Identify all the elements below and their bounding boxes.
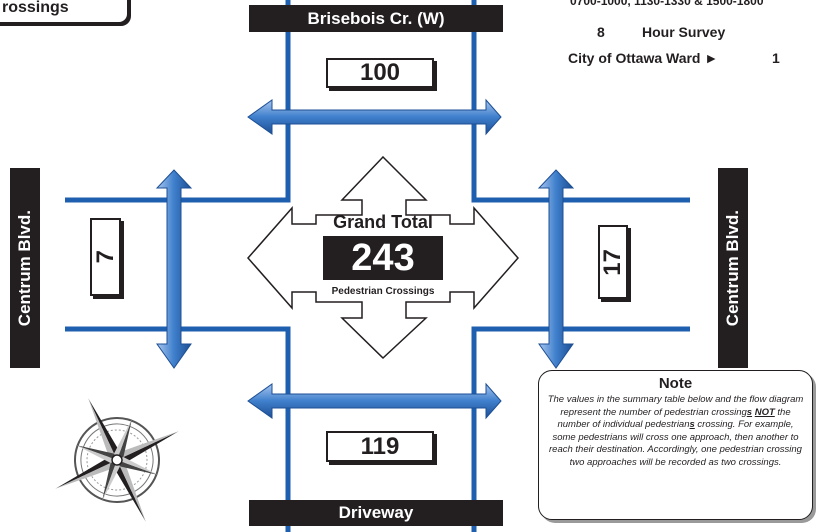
note-title: Note — [658, 375, 693, 392]
count-south: 119 — [326, 431, 434, 462]
header-tab: rossings — [0, 0, 129, 24]
survey-times: 0700-1000, 1130-1330 & 1500-1800 — [570, 0, 764, 8]
note-box: Note The values in the summary table bel… — [538, 370, 813, 520]
compass-rose-icon — [55, 398, 179, 522]
south-crossing-arrow — [247, 382, 502, 420]
grand-total-title: Grand Total — [333, 212, 433, 232]
east-crossing-arrow — [537, 169, 575, 369]
grand-total-caption: Pedestrian Crossings — [331, 286, 435, 297]
grand-total-value: 243 — [323, 236, 443, 280]
street-label-east: Centrum Blvd. — [718, 168, 748, 368]
survey-ward-label: City of Ottawa Ward ► — [568, 50, 719, 66]
count-west: 7 — [90, 218, 121, 296]
survey-hours-label: Hour Survey — [642, 24, 726, 40]
survey-hours-value: 8 — [597, 24, 605, 40]
street-label-south: Driveway — [249, 500, 503, 526]
header-tab-label: rossings — [2, 0, 69, 16]
count-east: 17 — [598, 225, 628, 299]
street-label-west: Centrum Blvd. — [10, 168, 40, 368]
north-crossing-arrow — [247, 98, 502, 136]
count-north: 100 — [326, 58, 434, 88]
street-label-north: Brisebois Cr. (W) — [249, 5, 503, 32]
survey-ward-value: 1 — [772, 50, 780, 66]
west-crossing-arrow — [155, 169, 193, 369]
note-body: The values in the summary table below an… — [547, 394, 804, 468]
